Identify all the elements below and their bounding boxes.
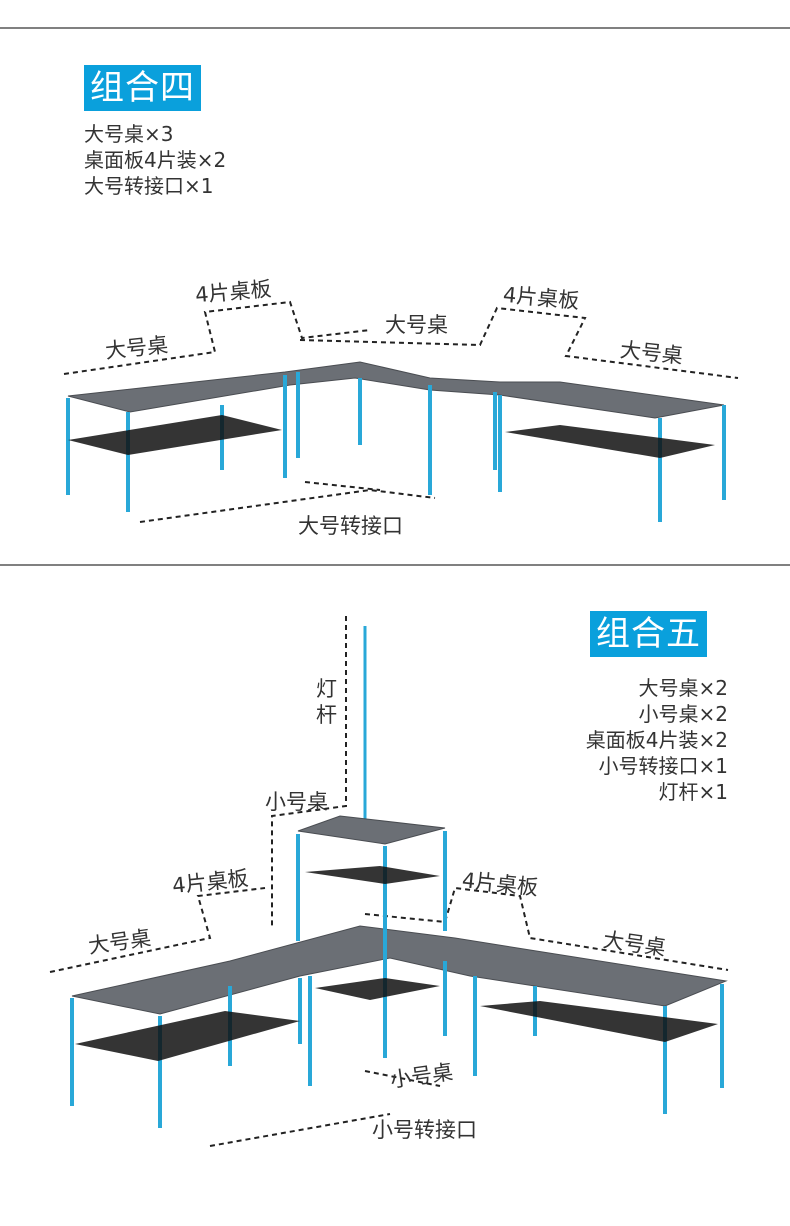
top-divider xyxy=(0,27,790,29)
combo4-label-table-right: 大号桌 xyxy=(618,337,684,369)
combo4-item-list: 大号桌×3 桌面板4片装×2 大号转接口×1 xyxy=(84,121,226,199)
combo4-title: 组合四 xyxy=(84,65,201,111)
combo5-label-lamp-pole: 灯杆 xyxy=(316,677,337,727)
combo5-item: 灯杆×1 xyxy=(658,780,728,804)
combo5-label-adapter: 小号转接口 xyxy=(372,1118,477,1142)
combo4-item: 大号转接口×1 xyxy=(84,174,214,198)
combo5-title: 组合五 xyxy=(590,611,707,657)
combo5-item-list: 大号桌×2 小号桌×2 桌面板4片装×2 小号转接口×1 灯杆×1 xyxy=(586,675,728,805)
combo5-label-small-table-top: 小号桌 xyxy=(265,790,328,814)
combo5-item: 桌面板4片装×2 xyxy=(585,728,728,752)
combo4-item: 桌面板4片装×2 xyxy=(84,148,227,172)
combo4-illustration xyxy=(63,300,739,523)
combo4-item: 大号桌×3 xyxy=(84,122,174,146)
combo4-label-table-middle: 大号桌 xyxy=(385,313,448,337)
combo5-item: 小号桌×2 xyxy=(638,702,728,726)
section-divider xyxy=(0,564,790,566)
combo5-item: 小号转接口×1 xyxy=(598,754,728,778)
combo5-illustration xyxy=(49,616,729,1147)
combo5-item: 大号桌×2 xyxy=(638,676,728,700)
combo4-label-adapter: 大号转接口 xyxy=(298,514,403,538)
